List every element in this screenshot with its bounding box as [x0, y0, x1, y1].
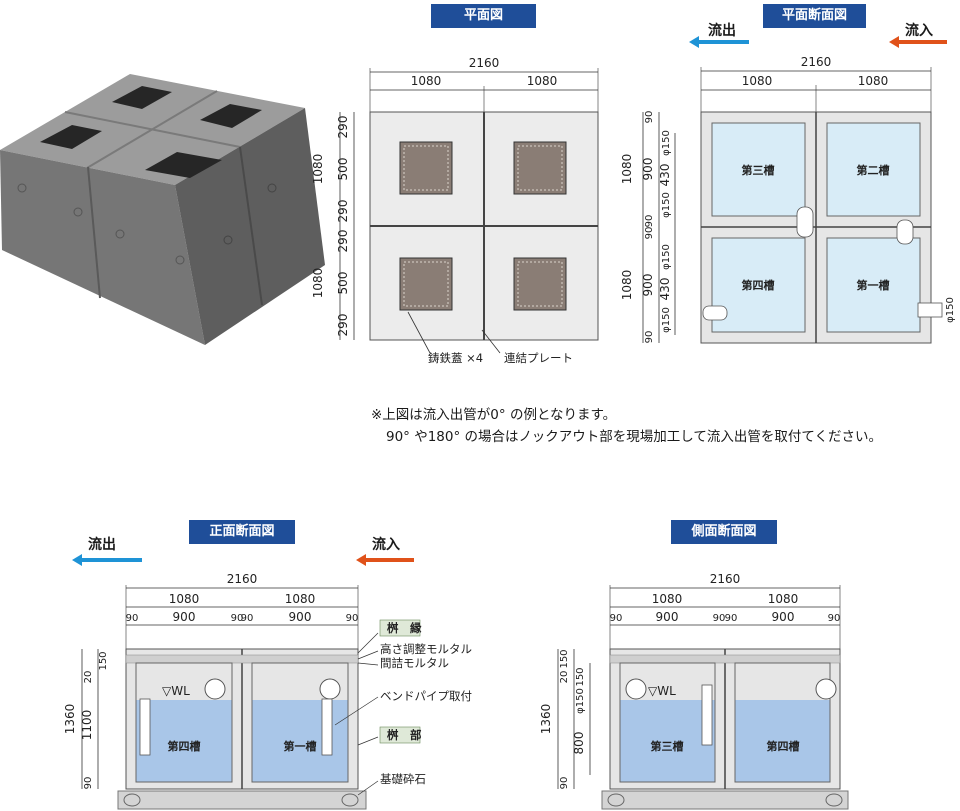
fs-seg-1: 90 [126, 613, 139, 624]
ss-seg-3: 90 [713, 613, 726, 624]
fs-half-right: 1080 [285, 592, 316, 606]
product-render [0, 74, 325, 345]
fs-callout-rim: 桝 縁 [387, 621, 422, 635]
fs-height-150: 150 [98, 651, 109, 670]
fs-half-left: 1080 [169, 592, 200, 606]
ss-half-right: 1080 [768, 592, 799, 606]
ps-tank-2: 第二槽 [857, 163, 890, 177]
ss-tank-4: 第四槽 [767, 739, 800, 753]
front-outflow-arrow [72, 554, 142, 566]
ss-total-dim: 2160 [710, 572, 741, 586]
fs-height-1100: 1100 [80, 710, 94, 741]
front-section-title: 正面断面図 [189, 520, 295, 544]
ss-seg-6: 90 [828, 613, 841, 624]
plan-section-outflow-label: 流出 [708, 23, 736, 39]
plan-section-title: 平面断面図 [763, 4, 866, 28]
ps-left-total-1: 1080 [620, 154, 634, 185]
plan-left-dim-5: 500 [336, 272, 350, 295]
ps-inner-dim-1: φ150 [661, 130, 672, 156]
plan-half-right-dim: 1080 [527, 74, 558, 88]
fs-total-dim: 2160 [227, 572, 258, 586]
plan-drawing: 2160 1080 1080 1080 1080 290 500 290 290… [311, 56, 599, 365]
ps-left-dim-2: 900 [641, 158, 655, 181]
ss-height-total: 1360 [540, 704, 553, 735]
ss-height-20: 20 [559, 671, 570, 684]
plan-plate-label: 連結プレート [504, 351, 573, 365]
fs-callout-base: 基礎砕石 [380, 772, 426, 786]
note-line-2: 90° や180° の場合はノックアウト部を現場加工して流入出管を取付てください… [386, 429, 882, 445]
ss-seg-5: 900 [772, 610, 795, 624]
ps-total-dim: 2160 [801, 55, 832, 69]
fs-seg-2: 900 [173, 610, 196, 624]
ps-inner-dim-3: φ150 [661, 192, 672, 218]
ps-half-right-dim: 1080 [858, 74, 889, 88]
fs-height-90: 90 [83, 777, 94, 790]
ps-inner-dim-6: φ150 [661, 307, 672, 333]
ps-left-total-2: 1080 [620, 270, 634, 301]
fs-callout-height-mortar: 高さ調整モルタル [380, 642, 472, 656]
front-outflow-label: 流出 [88, 537, 116, 553]
plan-title: 平面図 [431, 4, 536, 28]
ss-height-150a: 150 [559, 649, 570, 668]
plan-left-dim-1: 290 [336, 116, 350, 139]
plan-left-dim-3: 290 [336, 200, 350, 223]
fs-tank-1: 第一槽 [284, 739, 317, 753]
plan-section-drawing: 2160 1080 1080 第三槽 第二槽 第四槽 第一槽 1080 1080… [620, 55, 956, 344]
fs-seg-4: 90 [241, 613, 254, 624]
ps-tank-1: 第一槽 [857, 278, 890, 292]
ss-half-left: 1080 [652, 592, 683, 606]
ps-half-left-dim: 1080 [742, 74, 773, 88]
ss-height-90: 90 [559, 777, 570, 790]
fs-callout-bend-pipe: ベンドパイプ取付 [380, 689, 472, 703]
ps-inner-dim-2: 430 [658, 164, 672, 187]
fs-seg-5: 900 [289, 610, 312, 624]
note-line-1: ※上図は流入出管が0° の例となります。 [371, 407, 617, 423]
plan-section-outflow-arrow [689, 36, 749, 48]
ps-inner-dim-5: 430 [658, 278, 672, 301]
ss-pipe-dim: φ150 [575, 688, 586, 714]
front-inflow-arrow [356, 554, 414, 566]
fs-seg-6: 90 [346, 613, 359, 624]
ss-seg-2: 900 [656, 610, 679, 624]
ps-tank-4: 第四槽 [742, 278, 775, 292]
plan-left-dim-4: 290 [336, 230, 350, 253]
fs-height-20: 20 [83, 671, 94, 684]
ps-left-dim-1: 90 [644, 111, 655, 124]
fs-callout-body: 桝 部 [387, 728, 422, 742]
plan-total-dim: 2160 [469, 56, 500, 70]
ss-tank-3: 第三槽 [651, 739, 684, 753]
ps-tank-3: 第三槽 [742, 163, 775, 177]
ss-seg-4: 90 [725, 613, 738, 624]
plan-left-dim-2: 500 [336, 158, 350, 181]
plan-half-left-dim: 1080 [411, 74, 442, 88]
ss-height-150b: 150 [575, 667, 586, 686]
plan-left-total-2: 1080 [311, 268, 325, 299]
plan-cover-label: 鋳鉄蓋 ×4 [428, 351, 483, 365]
ps-left-dim-4: 90 [644, 227, 655, 240]
fs-tank-4: 第四槽 [168, 739, 201, 753]
ps-inner-dim-4: φ150 [661, 244, 672, 270]
fs-wl: ▽WL [162, 684, 190, 698]
side-section-drawing: 2160 1080 1080 90 900 90 90 900 90 第三槽 第… [540, 572, 849, 810]
ps-right-dim: φ150 [945, 297, 956, 323]
front-section-drawing: 2160 1080 1080 90 900 90 90 900 90 第四槽 第… [63, 572, 472, 810]
plan-section-inflow-arrow [889, 36, 947, 48]
fs-seg-3: 90 [231, 613, 244, 624]
ps-left-dim-6: 90 [644, 331, 655, 344]
front-inflow-label: 流入 [372, 537, 400, 553]
fs-height-total: 1360 [63, 704, 77, 735]
plan-left-total-1: 1080 [311, 154, 325, 185]
fs-callout-fill-mortar: 間詰モルタル [380, 656, 449, 670]
ps-left-dim-3: 90 [644, 215, 655, 228]
ss-height-800: 800 [572, 732, 586, 755]
ss-seg-1: 90 [610, 613, 623, 624]
side-section-title: 側面断面図 [671, 520, 777, 544]
ss-wl: ▽WL [648, 684, 676, 698]
plan-section-inflow-label: 流入 [905, 23, 933, 39]
plan-left-dim-6: 290 [336, 314, 350, 337]
ps-left-dim-5: 900 [641, 274, 655, 297]
